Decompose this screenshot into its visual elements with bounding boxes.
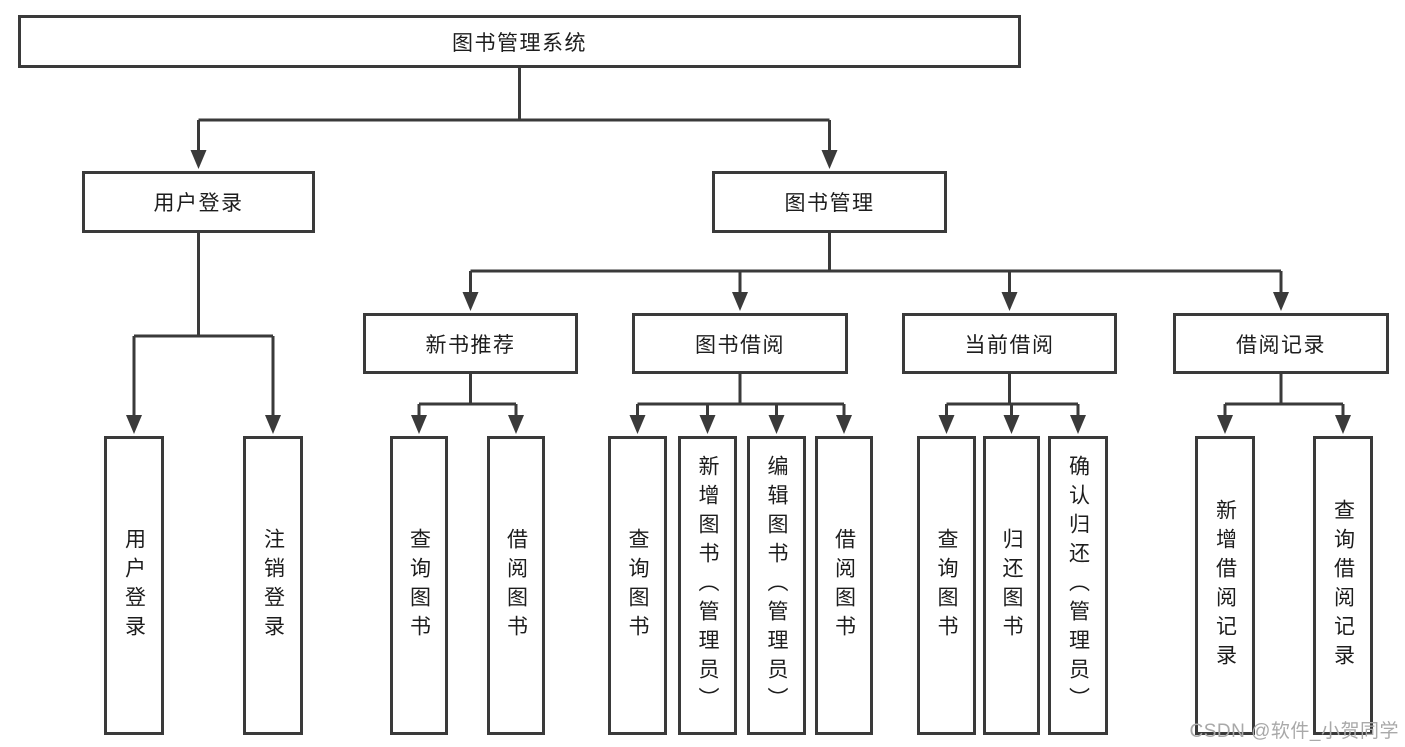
leaf-label: 新增图书（管理员） [696,455,719,716]
leaf-label: 新增借阅记录 [1213,498,1237,673]
leaf-edit-books-admin: 编辑图书（管理员） [747,436,806,735]
leaf-return-books: 归还图书 [983,436,1040,735]
node-label: 图书管理 [784,192,875,215]
leaf-label: 借阅图书 [832,527,856,644]
leaf-label: 查询借阅记录 [1331,498,1355,673]
leaf-label: 用户登录 [122,527,146,644]
leaf-logout-login: 注销登录 [243,436,303,735]
node-label: 当前借阅 [964,333,1055,357]
leaf-label: 确认归还（管理员） [1066,455,1090,716]
node-label: 借阅记录 [1236,333,1326,357]
node-label: 图书管理系统 [452,31,587,55]
node-library-management-system: 图书管理系统 [18,15,1021,68]
node-book-borrowing: 图书借阅 [632,313,848,374]
node-new-book-recommendation: 新书推荐 [363,313,578,374]
leaf-user-login: 用户登录 [104,436,164,735]
leaf-borrow-books-recommend: 借阅图书 [487,436,545,735]
leaf-label: 查询图书 [935,527,958,644]
leaf-borrow-books-borrowing: 借阅图书 [815,436,873,735]
leaf-label: 编辑图书（管理员） [765,455,788,716]
leaf-label: 查询图书 [407,527,431,644]
leaf-query-books-recommend: 查询图书 [390,436,448,735]
leaf-label: 查询图书 [626,527,649,644]
leaf-label: 归还图书 [1000,527,1023,644]
node-user-login: 用户登录 [82,171,315,233]
leaf-query-borrowing-record: 查询借阅记录 [1313,436,1373,735]
node-label: 图书借阅 [695,333,785,357]
node-book-management: 图书管理 [712,171,947,233]
node-label: 新书推荐 [425,333,516,357]
leaf-add-borrowing-record: 新增借阅记录 [1195,436,1255,735]
leaf-query-books-borrowing: 查询图书 [608,436,667,735]
watermark: CSDN @软件_小贺同学 [1189,721,1399,742]
node-label: 用户登录 [153,192,244,215]
node-borrowing-records: 借阅记录 [1173,313,1389,374]
node-current-borrowing: 当前借阅 [902,313,1117,374]
leaf-add-books-admin: 新增图书（管理员） [678,436,737,735]
leaf-label: 借阅图书 [504,527,528,644]
leaf-label: 注销登录 [261,527,285,644]
leaf-confirm-return-admin: 确认归还（管理员） [1048,436,1108,735]
leaf-query-books-current: 查询图书 [917,436,976,735]
